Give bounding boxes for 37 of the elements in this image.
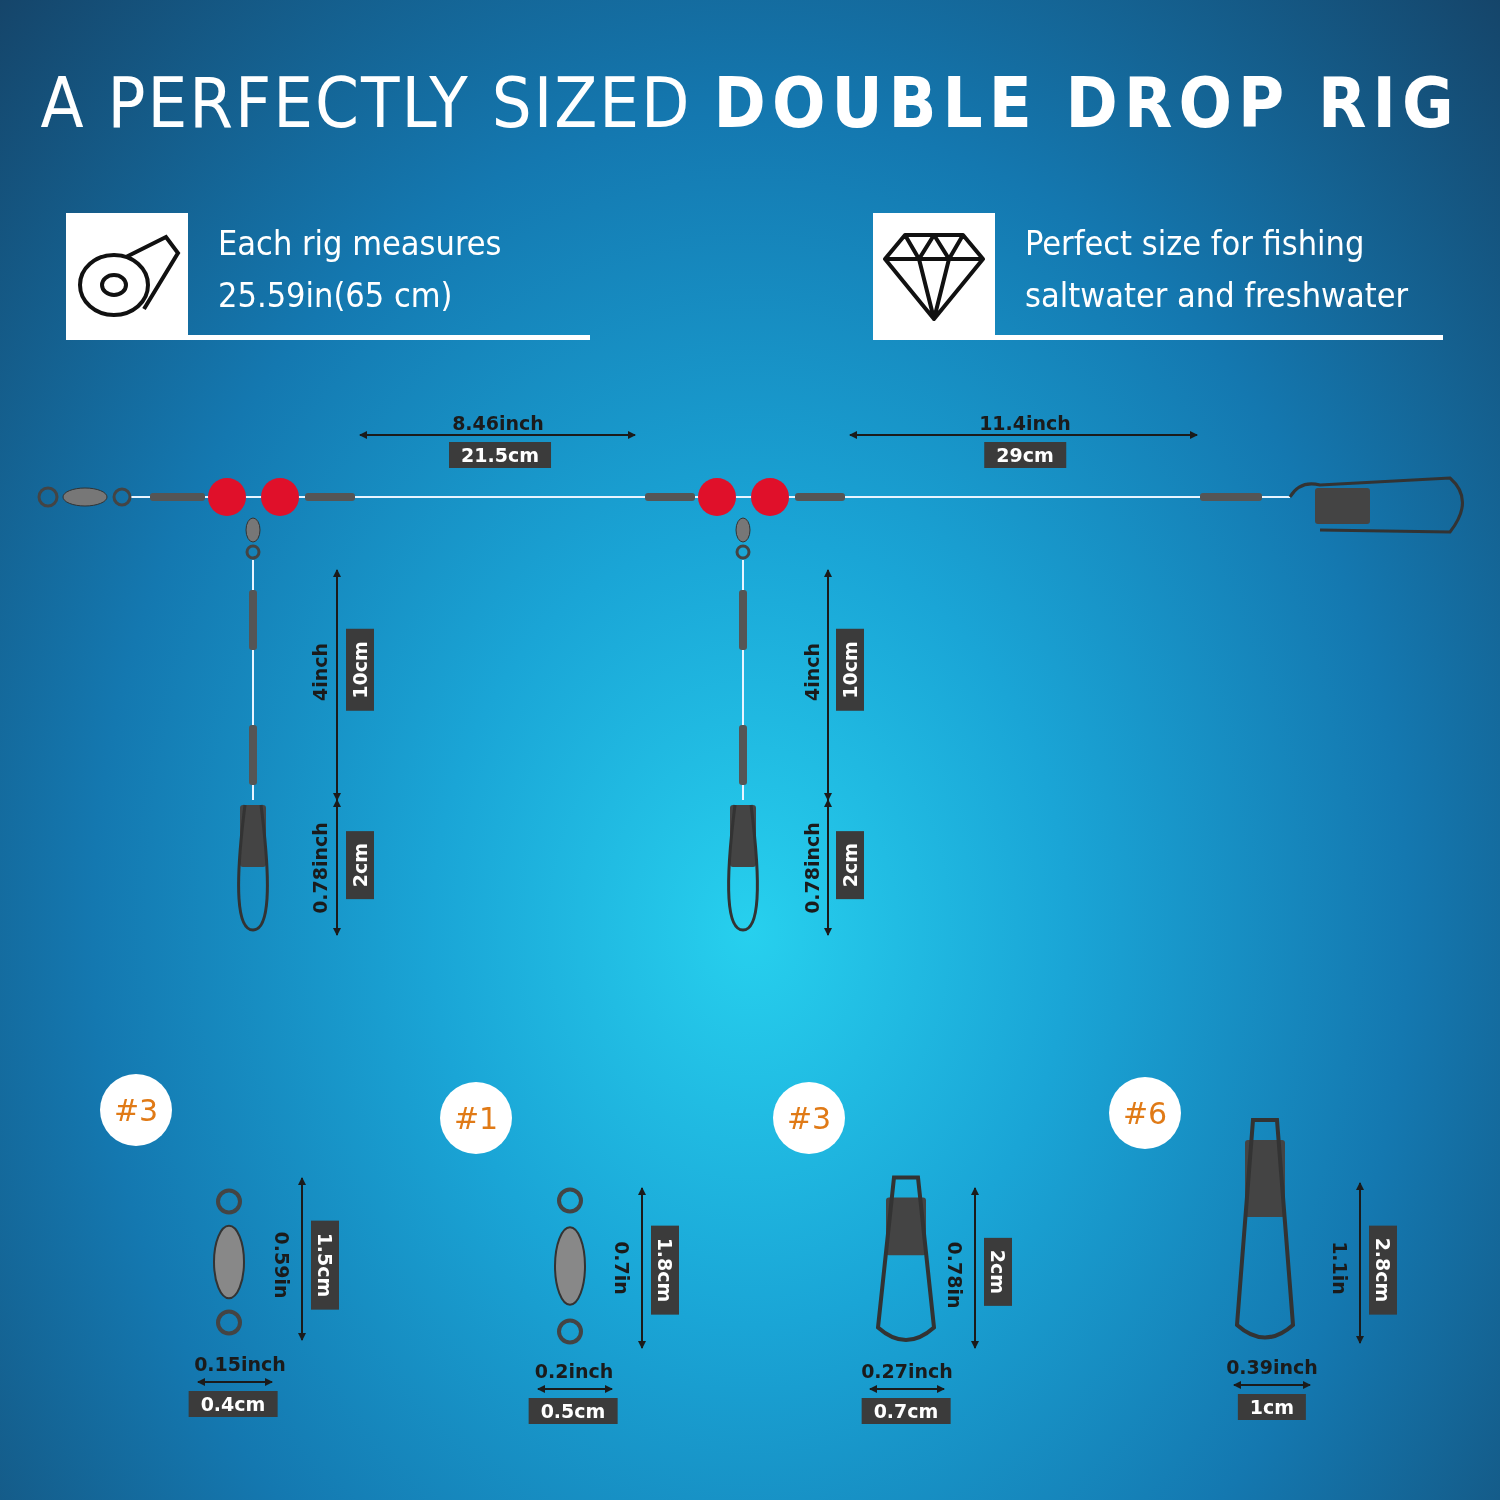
- dimension-label: 0.15inch: [194, 1353, 286, 1375]
- dimension-tag: 10cm: [836, 629, 864, 711]
- dimension-tag: 0.5cm: [528, 1398, 618, 1424]
- dimension-label: 0.7in: [611, 1241, 633, 1295]
- dimension-tag: 2.8cm: [1369, 1225, 1397, 1315]
- feature-text: Each rig measures 25.59in(65 cm): [218, 222, 503, 317]
- size-badge: #1: [440, 1082, 512, 1154]
- dimension-tag: 2cm: [984, 1237, 1012, 1307]
- dimension-tag: 2cm: [346, 830, 374, 900]
- title: A PERFECTLY SIZED DOUBLE DROP RIG: [39, 62, 1461, 144]
- dimension-label: 0.39inch: [1226, 1356, 1318, 1378]
- dimension-tag: 1cm: [1237, 1394, 1307, 1420]
- feature-card: [873, 213, 1443, 340]
- dimension-label: 0.27inch: [861, 1360, 953, 1382]
- dimension-label: 8.46inch: [452, 412, 544, 434]
- dimension-tag: 21.5cm: [449, 442, 551, 468]
- dimension-label: 4inch: [801, 642, 823, 702]
- dimension-tag: 0.7cm: [861, 1398, 951, 1424]
- dimension-tag: 1.5cm: [311, 1220, 339, 1310]
- dimension-label: 0.78inch: [309, 822, 331, 914]
- dimension-tag: 10cm: [346, 629, 374, 711]
- dimension-tag: 1.8cm: [651, 1225, 679, 1315]
- dimension-tag: 29cm: [984, 442, 1066, 468]
- size-badge: #3: [100, 1074, 172, 1146]
- dimension-label: 0.2inch: [534, 1360, 614, 1382]
- dimension-tag: 0.4cm: [188, 1391, 278, 1417]
- feature-text: Perfect size for fishing saltwater and freshwater: [1025, 222, 1410, 317]
- dimension-label: 0.78inch: [801, 822, 823, 914]
- size-badge: #6: [1109, 1077, 1181, 1149]
- dimension-tag: 2cm: [836, 830, 864, 900]
- dimension-label: 1.1in: [1329, 1241, 1351, 1295]
- dimension-label: 0.78in: [944, 1241, 966, 1309]
- dimension-label: 4inch: [309, 642, 331, 702]
- dimension-label: 0.59in: [271, 1231, 293, 1299]
- size-badge: #3: [773, 1082, 845, 1154]
- dimension-label: 11.4inch: [979, 412, 1071, 434]
- feature-card: [66, 213, 590, 340]
